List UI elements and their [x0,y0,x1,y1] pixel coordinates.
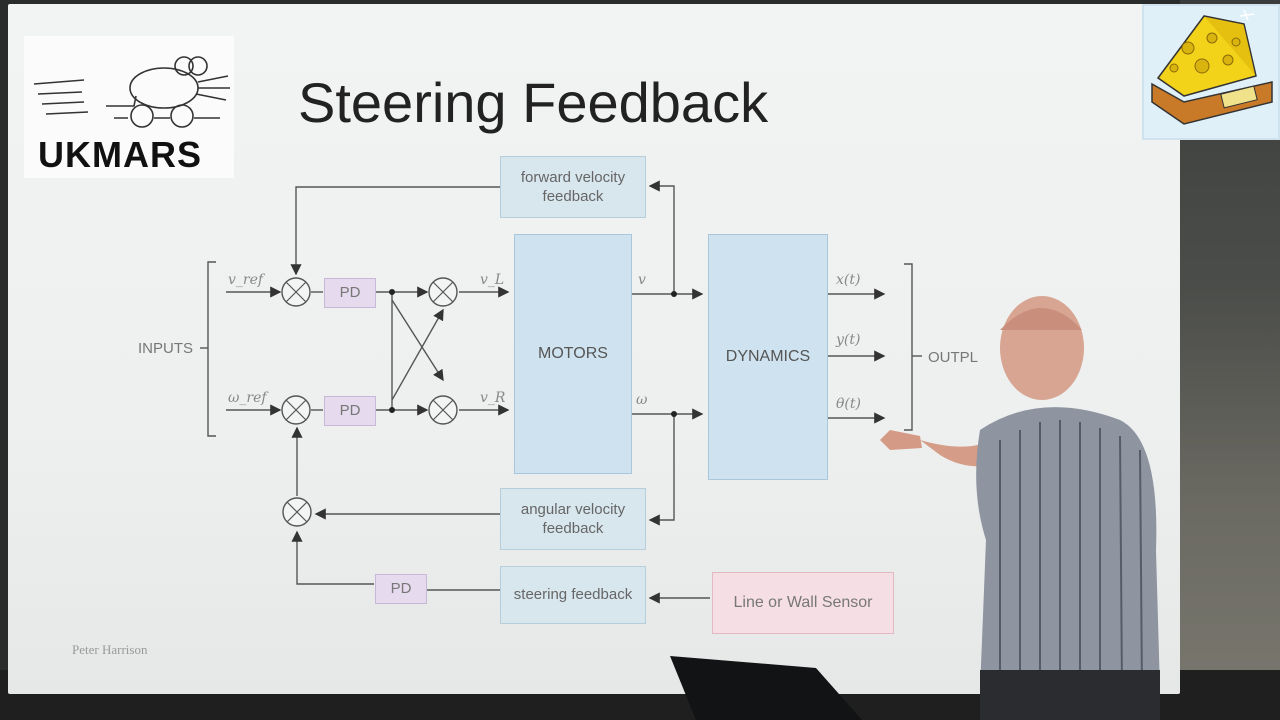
dynamics-block: DYNAMICS [708,234,828,480]
outputs-label: OUTPL [928,349,979,366]
v-ref-label: v_ref [228,272,264,288]
line-or-wall-sensor-block: Line or Wall Sensor [712,572,894,634]
presenter-figure [880,296,1160,720]
vr-label: v_R [480,390,506,406]
omega-label: ω [636,392,648,408]
pd-block-angular: PD [324,396,376,426]
pd-block-steering: PD [375,574,427,604]
y-t-label: y(t) [836,332,861,348]
author-credit: Peter Harrison [72,642,148,657]
angular-velocity-feedback-block: angular velocity feedback [500,488,646,550]
ukmars-logo: UKMARS [24,36,234,178]
cheese-icon [1151,9,1273,125]
forward-velocity-feedback-block: forward velocity feedback [500,156,646,218]
motors-block: MOTORS [514,234,632,474]
theta-t-label: θ(t) [836,396,861,412]
laptop-silhouette [670,656,862,720]
cheese-award-logo [1142,4,1280,140]
logo-text: UKMARS [38,134,202,175]
w-ref-label: ω_ref [228,390,267,406]
pd-block-velocity: PD [324,278,376,308]
v-label: v [638,272,646,288]
slide-title: Steering Feedback [298,71,769,134]
mouse-car-icon [33,56,230,128]
inputs-label: INPUTS [138,340,194,357]
steering-feedback-block: steering feedback [500,566,646,624]
x-t-label: x(t) [836,272,861,288]
vl-label: v_L [480,272,505,288]
